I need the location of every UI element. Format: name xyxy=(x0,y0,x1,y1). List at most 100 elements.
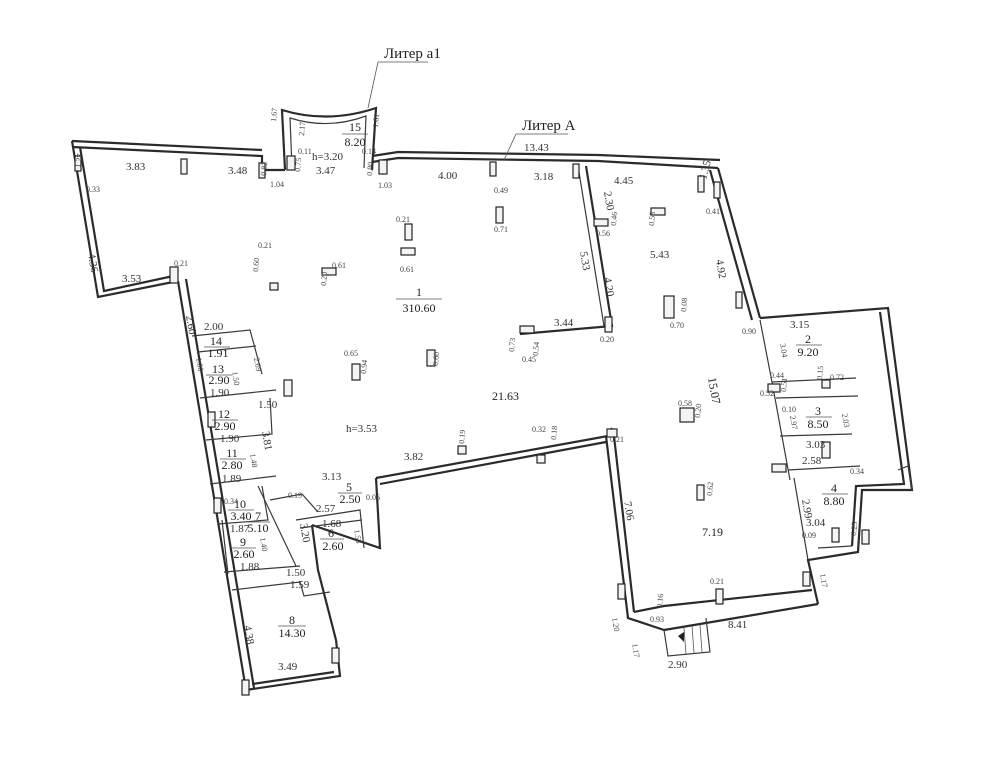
column-mark: 0.21 xyxy=(610,435,624,444)
dim: 3.15 xyxy=(790,319,810,331)
dim: 1.88 xyxy=(240,561,260,573)
room-12-number: 12 xyxy=(218,407,230,421)
column-mark: 0.25 xyxy=(849,521,859,536)
column-mark: 0.72 xyxy=(830,373,844,382)
dim: 1.59 xyxy=(290,579,310,591)
column xyxy=(331,647,340,664)
column-mark: 0.46 xyxy=(609,211,619,226)
height-annex: h=3.20 xyxy=(312,151,343,163)
dim: 3.81 xyxy=(259,430,274,451)
dim: 1.68 xyxy=(322,518,342,530)
dim: 3.04 xyxy=(806,517,826,529)
dim: 15.07 xyxy=(705,376,723,405)
column xyxy=(593,218,609,227)
dim: 2.90 xyxy=(668,659,688,671)
column xyxy=(457,445,467,455)
room-5-area: 2.50 xyxy=(340,492,361,506)
entrance-stairs xyxy=(663,617,711,657)
column xyxy=(321,267,337,276)
column xyxy=(604,316,613,333)
dim: 8.41 xyxy=(728,619,747,631)
dim: 1.27 xyxy=(73,153,84,168)
column xyxy=(715,588,724,605)
dim: 0.80 xyxy=(365,161,375,176)
dim: 7.19 xyxy=(702,525,723,539)
dim: 3.47 xyxy=(316,165,336,177)
room-13-area: 2.90 xyxy=(209,373,230,387)
dim: 3.20 xyxy=(297,522,312,544)
dim: 2.60 xyxy=(183,314,198,336)
leader-lines xyxy=(367,61,568,161)
dim: 4.36 xyxy=(85,252,100,274)
dim: 0.75 xyxy=(293,157,303,172)
column-mark: 0.21 xyxy=(710,577,724,586)
dim: 5.33 xyxy=(577,250,592,272)
column xyxy=(426,349,436,367)
dim: 21.63 xyxy=(492,389,519,403)
column xyxy=(821,441,831,459)
room-7-area: 5.10 xyxy=(248,521,269,535)
room-6-area: 2.60 xyxy=(323,539,344,553)
column xyxy=(821,379,831,389)
dim: 2.57 xyxy=(316,503,336,515)
column-mark: 0.32 xyxy=(532,425,546,434)
column xyxy=(536,454,546,464)
dim: 3.49 xyxy=(278,661,298,673)
column xyxy=(679,407,695,423)
column-mark: 0.08 xyxy=(679,297,689,312)
dim: 1.03 xyxy=(378,181,392,190)
column xyxy=(831,527,840,543)
dim: 4.38 xyxy=(241,624,256,646)
column xyxy=(404,223,413,241)
column-mark: 0.51 xyxy=(779,377,789,392)
column-mark: 0.55 xyxy=(647,211,657,226)
room-12-area: 2.90 xyxy=(215,419,236,433)
room-9-area: 2.60 xyxy=(234,547,255,561)
column xyxy=(650,207,666,216)
dim: 5.43 xyxy=(650,249,670,261)
column-mark: 0.90 xyxy=(742,327,756,336)
dim: 1.90 xyxy=(220,433,240,445)
column xyxy=(269,282,279,291)
dim: 1.48 xyxy=(248,453,259,468)
dim: 3.44 xyxy=(554,317,574,329)
dim: 1.61 xyxy=(371,113,381,128)
dim: 1.50 xyxy=(258,399,278,411)
dim: 1.40 xyxy=(258,537,269,552)
column xyxy=(207,411,216,428)
dim: 2.97 xyxy=(788,415,799,430)
column-mark: 0.20 xyxy=(693,403,703,418)
dim: 1.90 xyxy=(210,387,230,399)
column xyxy=(351,363,361,381)
dim: 1.53 xyxy=(352,529,363,544)
dim: 2.30 xyxy=(601,190,616,212)
column-mark: 0.56 xyxy=(596,229,610,238)
column xyxy=(283,379,293,397)
column-mark: 0.61 xyxy=(400,265,414,274)
room-1-area: 310.60 xyxy=(403,301,436,315)
dim: 1.35 xyxy=(697,159,714,181)
column xyxy=(771,463,787,473)
column-mark: 0.09 xyxy=(802,531,816,540)
dim: 1.89 xyxy=(222,473,242,485)
dim: 2.99 xyxy=(799,498,814,520)
dim: 3.83 xyxy=(126,161,146,173)
room-4-area: 8.80 xyxy=(824,494,845,508)
room-2-area: 9.20 xyxy=(798,345,819,359)
column-mark: 0.60 xyxy=(431,351,441,366)
room-13-number: 13 xyxy=(212,362,224,376)
column xyxy=(378,159,388,175)
dim: 4.20 xyxy=(601,276,616,298)
dim: 1.20 xyxy=(610,617,621,632)
dim: 2.69 xyxy=(252,357,263,372)
column xyxy=(180,158,188,175)
column-mark: 0.10 xyxy=(782,405,796,414)
column xyxy=(697,175,705,193)
dim: 2.17 xyxy=(297,121,307,136)
column xyxy=(802,571,811,587)
dim: 1.00 xyxy=(194,357,205,372)
column-mark: 0.61 xyxy=(332,261,346,270)
column-mark: 0.58 xyxy=(678,399,692,408)
column-mark: 0.15 xyxy=(815,365,825,380)
